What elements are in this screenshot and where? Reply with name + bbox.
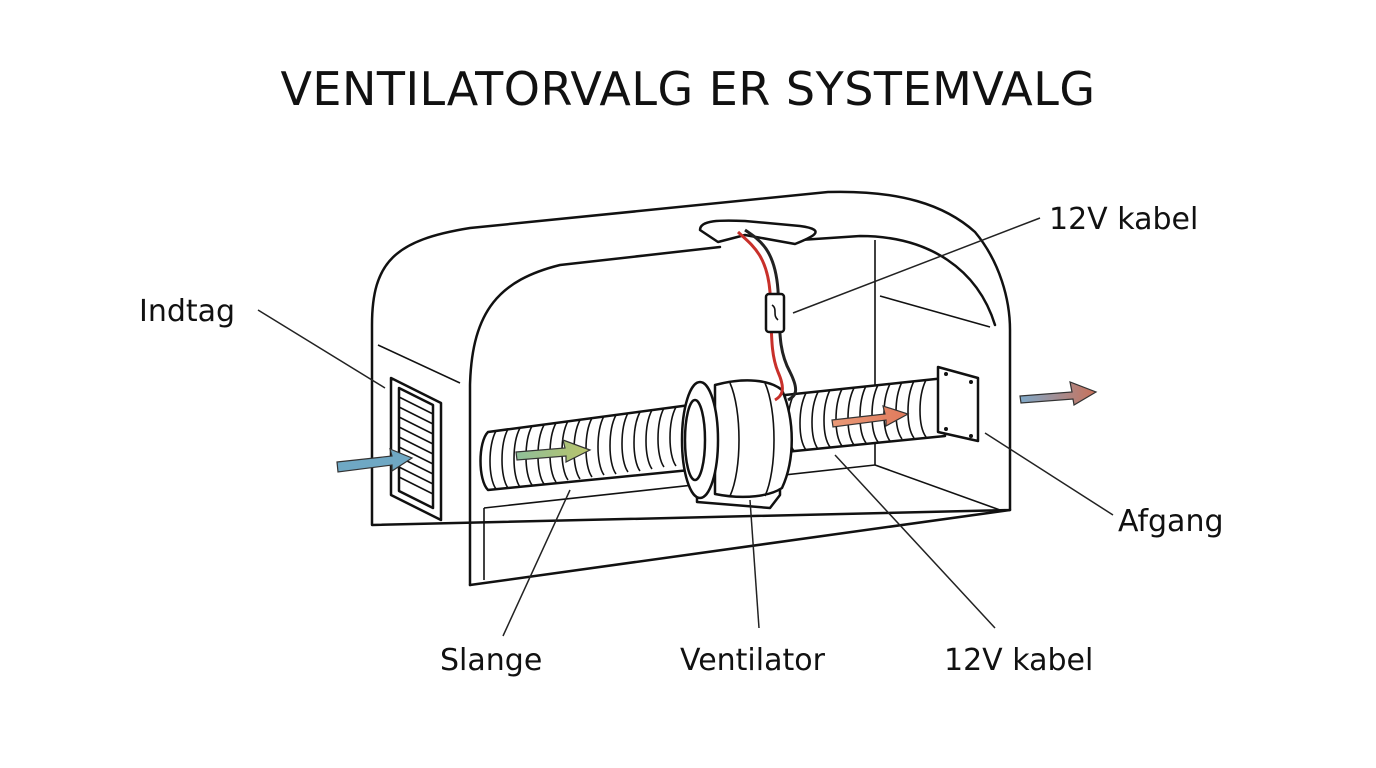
- label-intake: Indtag: [139, 294, 235, 329]
- arrow-outlet: [1019, 381, 1098, 406]
- page-title: VENTILATORVALG ER SYSTEMVALG: [280, 62, 1096, 116]
- label-outlet: Afgang: [1118, 504, 1224, 539]
- arrow-warm: [831, 405, 910, 428]
- arrow-hose: [515, 439, 592, 463]
- wire-12v: [736, 228, 798, 402]
- arrow-intake: [336, 447, 414, 473]
- label-fan: Ventilator: [680, 643, 826, 678]
- airflow-arrows: [336, 381, 1098, 473]
- intake-grille: [389, 376, 443, 522]
- label-cable-bottom: 12V kabel: [944, 643, 1093, 678]
- label-cable-top: 12V kabel: [1049, 202, 1198, 237]
- inline-fan: [680, 379, 793, 510]
- hose-right: [783, 365, 980, 454]
- label-hose: Slange: [440, 643, 542, 678]
- hose-left: [479, 403, 692, 492]
- leader-lines: [257, 217, 1114, 637]
